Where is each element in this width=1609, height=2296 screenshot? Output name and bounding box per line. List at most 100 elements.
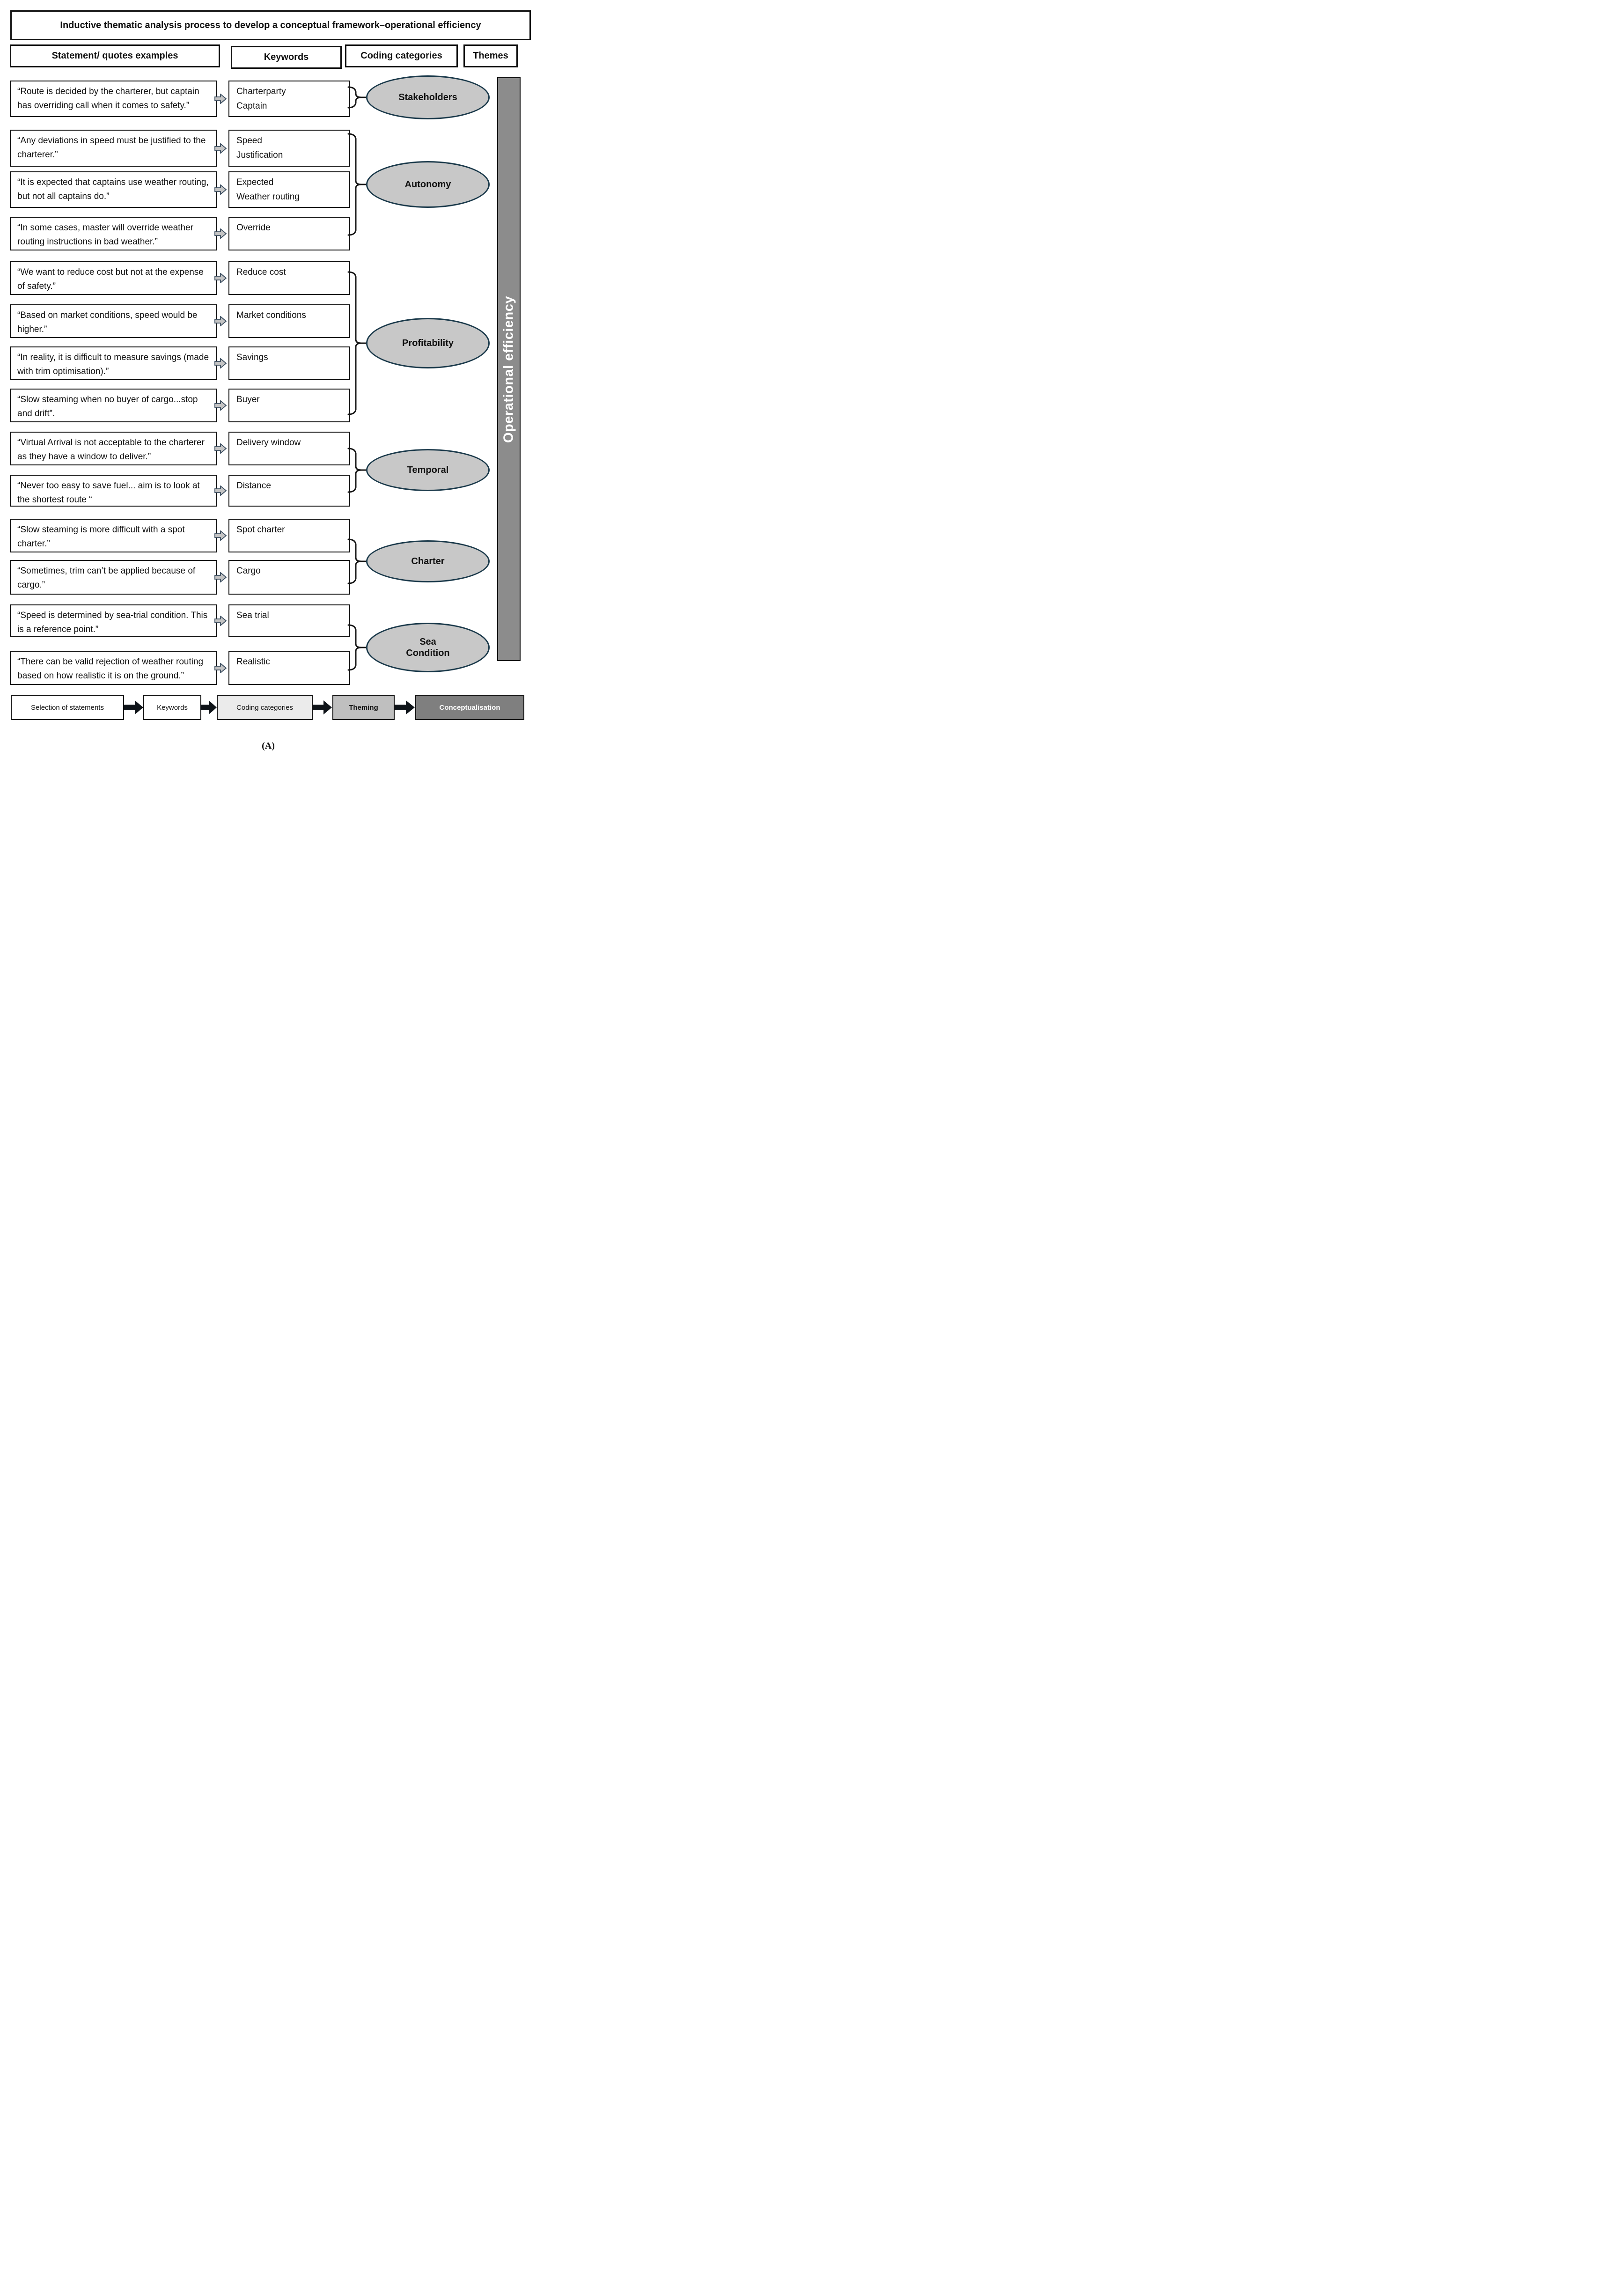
statement-box: “It is expected that captains use weathe…	[10, 171, 217, 208]
header-keywords: Keywords	[231, 46, 342, 69]
category-label: Stakeholders	[398, 92, 457, 103]
flow-step-conceptualisation: Conceptualisation	[415, 695, 524, 720]
figure-caption: (A)	[262, 741, 275, 751]
row-4: “In some cases, master will override wea…	[10, 217, 536, 250]
header-statements: Statement/ quotes examples	[10, 44, 220, 67]
keyword-box: Cargo	[228, 560, 350, 595]
right-arrow-icon	[214, 358, 227, 368]
keyword-box: Realistic	[228, 651, 350, 685]
keyword-line: Savings	[236, 353, 268, 362]
row-13: “Speed is determined by sea-trial condit…	[10, 604, 536, 637]
keyword-line: Charterparty	[236, 87, 286, 96]
statement-box: “Sometimes, trim can’t be applied becaus…	[10, 560, 217, 595]
keyword-box: Sea trial	[228, 604, 350, 637]
keyword-box: Market conditions	[228, 304, 350, 338]
right-arrow-icon	[214, 273, 227, 283]
keyword-box: Delivery window	[228, 432, 350, 465]
keyword-box: Buyer	[228, 389, 350, 422]
keyword-line: Captain	[236, 101, 267, 111]
keyword-line: Cargo	[236, 566, 261, 576]
statement-box: “Based on market conditions, speed would…	[10, 304, 217, 338]
group-brace-stakeholders	[347, 86, 369, 109]
row-5: “We want to reduce cost but not at the e…	[10, 261, 536, 295]
keyword-line: Reduce cost	[236, 267, 286, 277]
right-arrow-icon	[214, 94, 227, 104]
right-arrow-icon	[214, 184, 227, 195]
right-arrow-icon	[214, 228, 227, 239]
right-arrow-icon	[214, 616, 227, 626]
flow-step-theming: Theming	[332, 695, 395, 720]
flow-arrow-icon	[124, 700, 143, 714]
keyword-box: Reduce cost	[228, 261, 350, 295]
statement-box: “Slow steaming when no buyer of cargo...…	[10, 389, 217, 422]
group-brace-sea-condition	[347, 624, 369, 671]
keyword-line: Sea trial	[236, 611, 269, 620]
flow-arrow-icon	[200, 700, 217, 714]
keyword-box: Distance	[228, 475, 350, 507]
group-brace-profitability	[347, 271, 369, 415]
right-arrow-icon	[214, 316, 227, 326]
category-ellipse-charter: Charter	[366, 540, 490, 582]
category-ellipse-sea-condition: Sea Condition	[366, 623, 490, 672]
diagram-canvas: Inductive thematic analysis process to d…	[0, 0, 536, 765]
keyword-box: Speed Justification	[228, 130, 350, 167]
keyword-line: Justification	[236, 150, 283, 160]
row-9: “Virtual Arrival is not acceptable to th…	[10, 432, 536, 465]
flow-arrow-icon	[395, 700, 415, 714]
diagram-title: Inductive thematic analysis process to d…	[10, 10, 531, 40]
keyword-line: Expected	[236, 177, 274, 187]
category-label: Temporal	[407, 465, 449, 475]
row-11: “Slow steaming is more difficult with a …	[10, 519, 536, 552]
keyword-line: Spot charter	[236, 525, 285, 535]
header-themes: Themes	[463, 44, 518, 67]
right-arrow-icon	[214, 530, 227, 541]
flow-step-selection: Selection of statements	[11, 695, 124, 720]
category-label: Charter	[411, 556, 445, 567]
keyword-box: Savings	[228, 346, 350, 380]
statement-box: “In some cases, master will override wea…	[10, 217, 217, 250]
statement-box: “Virtual Arrival is not acceptable to th…	[10, 432, 217, 465]
statement-box: “Slow steaming is more difficult with a …	[10, 519, 217, 552]
keyword-line: Speed	[236, 136, 262, 146]
right-arrow-icon	[214, 572, 227, 582]
row-3: “It is expected that captains use weathe…	[10, 171, 536, 208]
category-label: Condition	[406, 648, 450, 658]
keyword-box: Charterparty Captain	[228, 81, 350, 117]
row-12: “Sometimes, trim can’t be applied becaus…	[10, 560, 536, 595]
right-arrow-icon	[214, 400, 227, 411]
row-8: “Slow steaming when no buyer of cargo...…	[10, 389, 536, 422]
keyword-line: Override	[236, 223, 271, 233]
flow-arrow-icon	[313, 700, 332, 714]
statement-box: “There can be valid rejection of weather…	[10, 651, 217, 685]
category-ellipse-temporal: Temporal	[366, 449, 490, 491]
category-ellipse-profitability: Profitability	[366, 318, 490, 368]
statement-box: “Any deviations in speed must be justifi…	[10, 130, 217, 167]
keyword-box: Expected Weather routing	[228, 171, 350, 208]
category-ellipse-stakeholders: Stakeholders	[366, 75, 490, 119]
row-14: “There can be valid rejection of weather…	[10, 651, 536, 685]
flow-step-coding-categories: Coding categories	[217, 695, 313, 720]
statement-box: “Speed is determined by sea-trial condit…	[10, 604, 217, 637]
group-brace-temporal	[347, 448, 369, 493]
category-label: Sea	[419, 637, 436, 647]
keyword-line: Realistic	[236, 657, 270, 667]
keyword-line: Buyer	[236, 395, 260, 405]
keyword-line: Market conditions	[236, 310, 306, 320]
keyword-box: Override	[228, 217, 350, 250]
right-arrow-icon	[214, 662, 227, 673]
keyword-line: Distance	[236, 481, 271, 491]
category-label: Autonomy	[404, 179, 451, 190]
row-2: “Any deviations in speed must be justifi…	[10, 130, 536, 167]
keyword-line: Weather routing	[236, 192, 300, 202]
keyword-line: Delivery window	[236, 438, 301, 448]
theme-bar: Operational efficiency	[497, 77, 521, 661]
theme-bar-label: Operational efficiency	[501, 295, 516, 443]
statement-box: “Never too easy to save fuel... aim is t…	[10, 475, 217, 507]
group-brace-autonomy	[347, 133, 369, 236]
row-10: “Never too easy to save fuel... aim is t…	[10, 475, 536, 507]
category-ellipse-autonomy: Autonomy	[366, 161, 490, 208]
header-coding-categories: Coding categories	[345, 44, 458, 67]
row-6: “Based on market conditions, speed would…	[10, 304, 536, 338]
row-7: “In reality, it is difficult to measure …	[10, 346, 536, 380]
statement-box: “Route is decided by the charterer, but …	[10, 81, 217, 117]
